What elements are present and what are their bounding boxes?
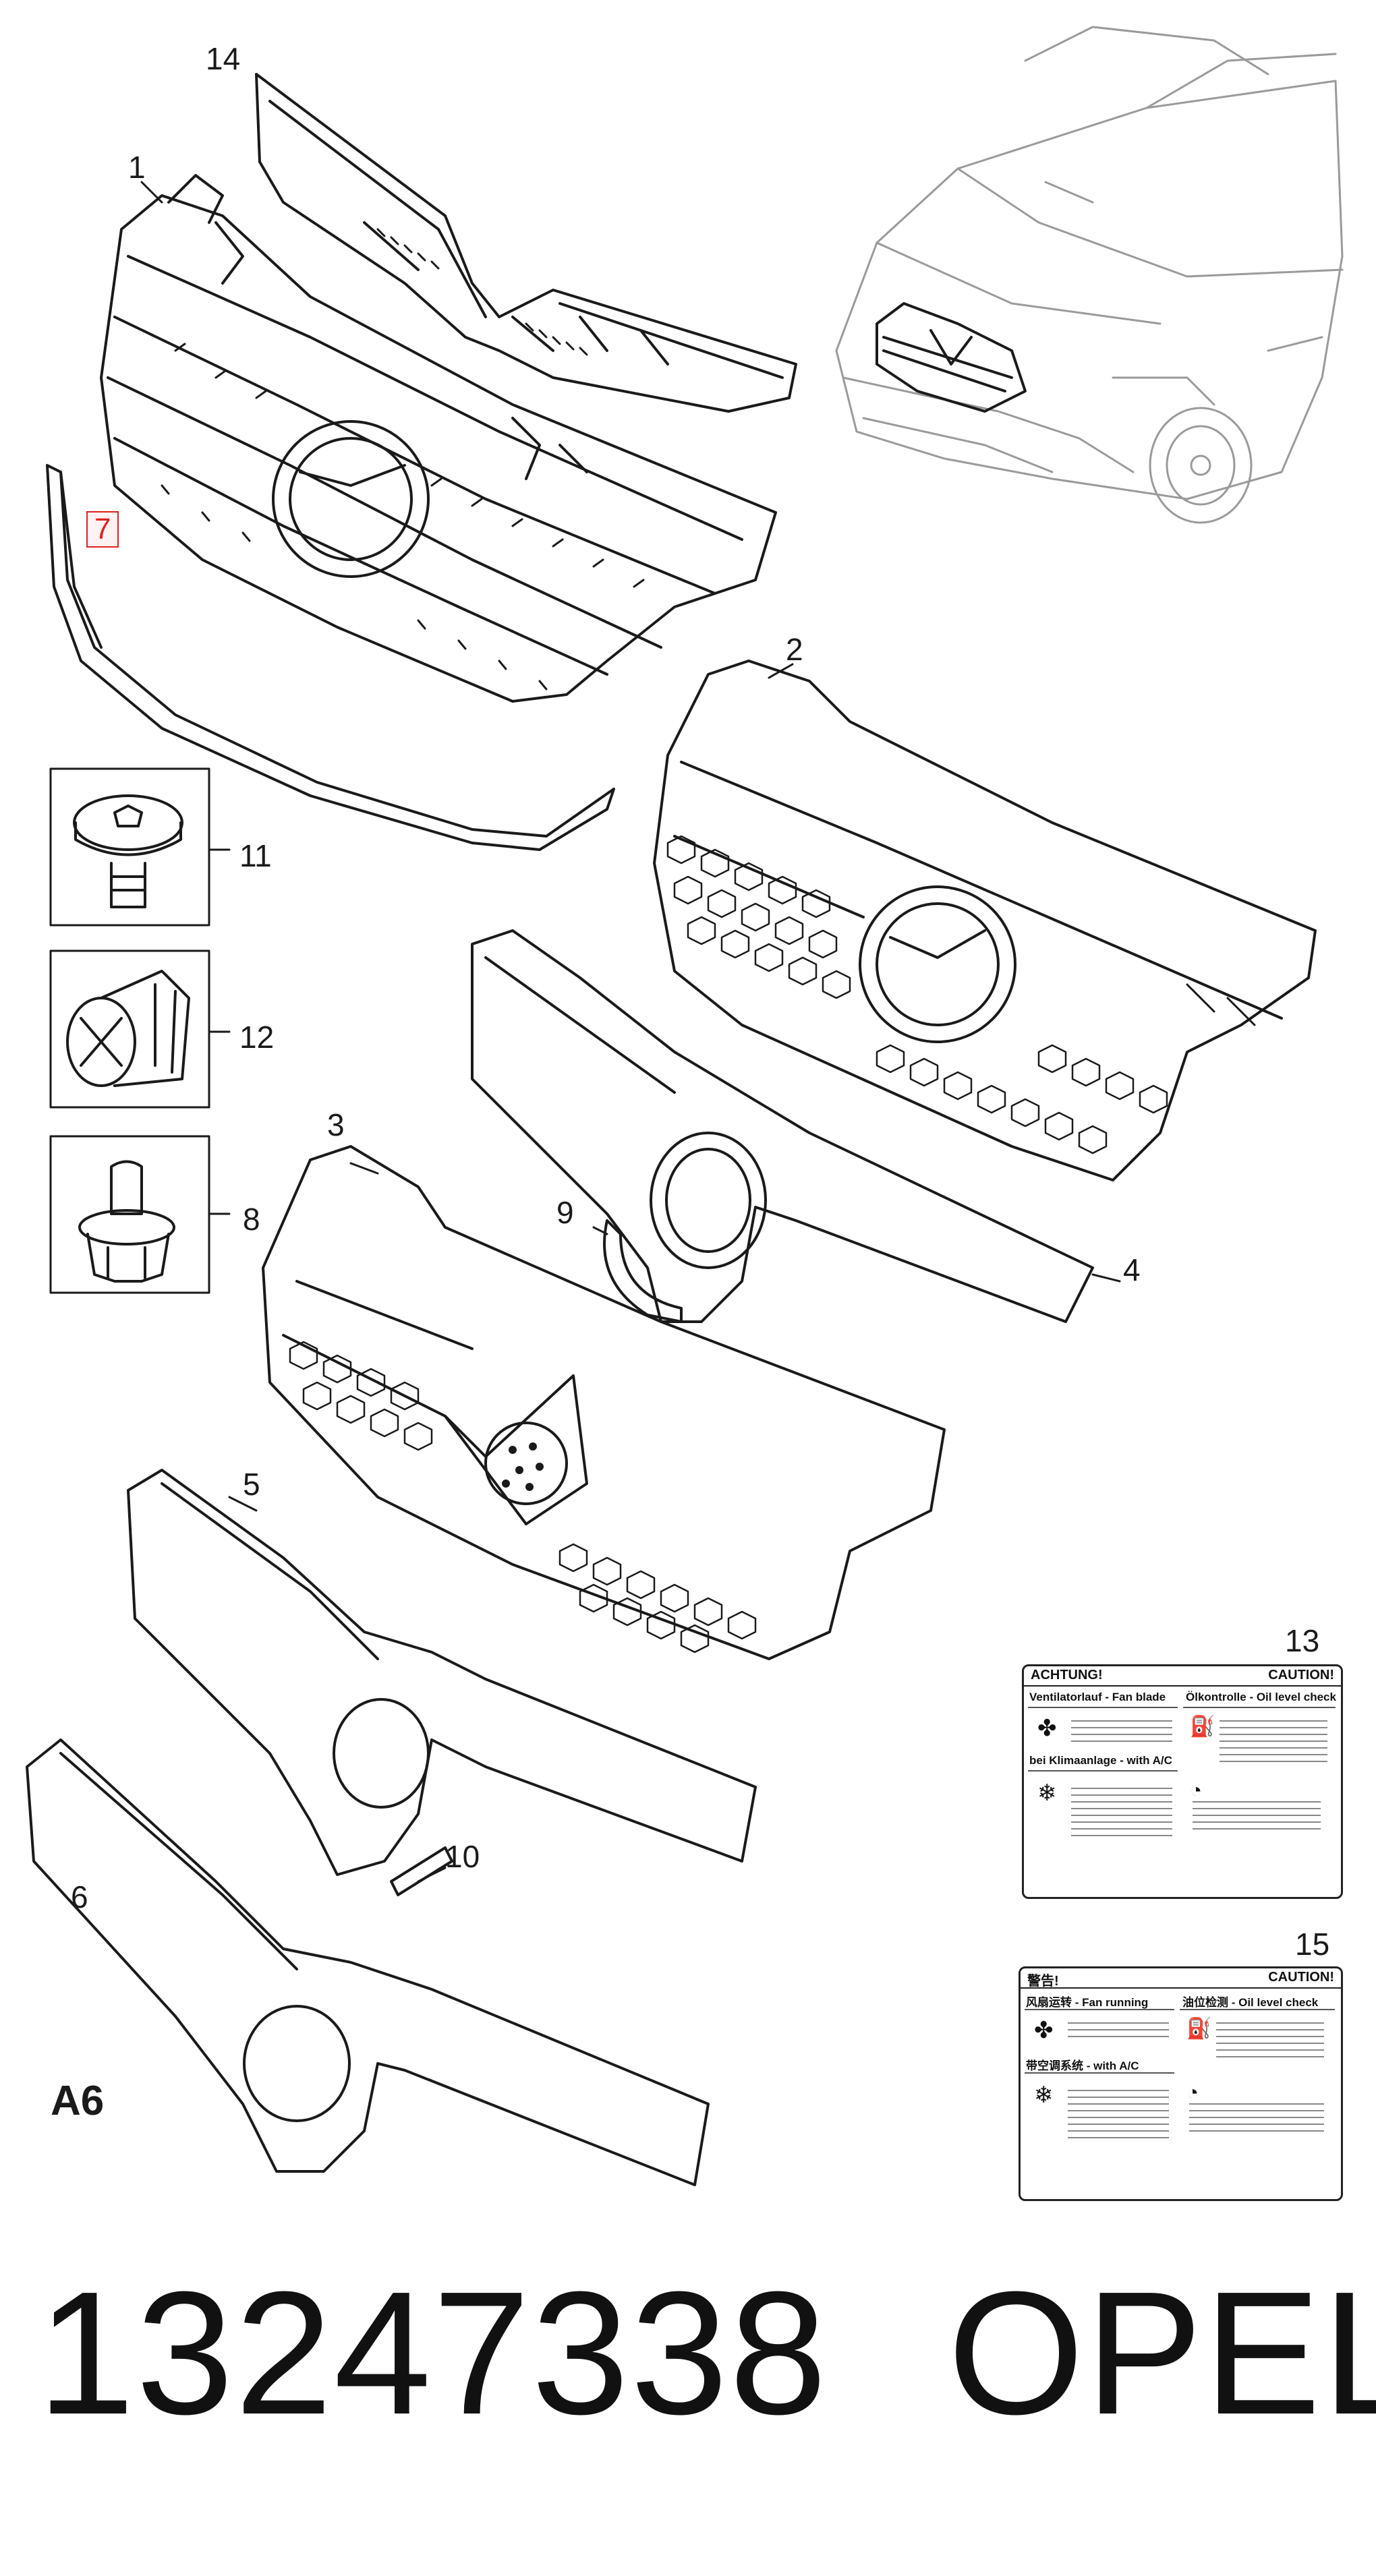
- label-13-rule-1: [1028, 1707, 1178, 1708]
- label-15-fine-print-3: [1068, 2090, 1169, 2091]
- part-9-ring-segment: [603, 1219, 683, 1323]
- hardware-11-screw: [49, 767, 231, 927]
- label-15-header-left: 警告!: [1027, 1974, 1059, 1989]
- label-13-fan-title: Ventilatorlauf - Fan blade: [1029, 1691, 1166, 1703]
- oil-can-icon: ⛽: [1186, 2018, 1212, 2040]
- callout-1: 1: [128, 150, 146, 185]
- label-13-header-right: CAUTION!: [1268, 1668, 1334, 1682]
- gauge-icon: ◔: [1190, 1780, 1203, 1802]
- part-10-strip: [390, 1846, 453, 1896]
- vehicle-grille-highlight: [876, 302, 1027, 413]
- callout-9: 9: [556, 1195, 574, 1230]
- part-2-honeycomb-grille: [653, 660, 1317, 1181]
- fan-icon: ✤: [1034, 2018, 1054, 2043]
- callout-4: 4: [1123, 1252, 1141, 1287]
- leader-lines: [140, 181, 1121, 1883]
- label-15-oil-title: 油位检测 - Oil level check: [1182, 1996, 1319, 2009]
- brand-name: OPEL: [948, 2256, 1376, 2451]
- callout-13: 13: [1285, 1623, 1320, 1658]
- callout-2: 2: [786, 632, 803, 667]
- vehicle-locator-illustration: [835, 26, 1344, 524]
- label-13-header-left: ACHTUNG!: [1031, 1668, 1103, 1682]
- label-13-fine-print-4: [1193, 1801, 1321, 1803]
- label-15-header-right: CAUTION!: [1268, 1970, 1334, 1985]
- label-15-rule-2: [1180, 2009, 1335, 2010]
- part-3-chrome-grille: [262, 1145, 946, 1660]
- label-15-rule-1: [1025, 2009, 1174, 2010]
- label-15-ac-title: 带空调系统 - with A/C: [1026, 2059, 1139, 2072]
- gauge-icon: ◔: [1186, 2082, 1199, 2104]
- snowflake-icon: ❄: [1034, 2082, 1054, 2108]
- label-15-rule-3: [1025, 2072, 1174, 2074]
- callout-5: 5: [243, 1467, 260, 1502]
- part-14-upper-trim: [255, 73, 797, 413]
- snowflake-icon: ❄: [1037, 1780, 1057, 1806]
- callout-12: 12: [239, 1020, 275, 1055]
- oil-can-icon: ⛽: [1190, 1716, 1215, 1738]
- part-4-cover: [471, 929, 1094, 1323]
- callout-14: 14: [206, 41, 241, 76]
- label-15-fine-print-2: [1216, 2022, 1324, 2024]
- fan-icon: ✤: [1037, 1716, 1057, 1741]
- label-13-oil-title: Ölkontrolle - Oil level check: [1186, 1691, 1336, 1703]
- hardware-12-clip: [49, 949, 231, 1109]
- label-13-fine-print-3: [1071, 1788, 1172, 1789]
- label-15-fine-print-4: [1189, 2103, 1324, 2105]
- part-number: 13247338: [37, 2256, 828, 2451]
- label-13-fine-print-2: [1220, 1720, 1327, 1722]
- plate-id: A6: [51, 2078, 105, 2124]
- callout-15: 15: [1295, 1927, 1330, 1962]
- callout-7: 7: [86, 511, 119, 548]
- callout-8: 8: [243, 1202, 260, 1237]
- callout-3: 3: [327, 1107, 345, 1142]
- label-15-caution-sticker: 警告! CAUTION! 风扇运转 - Fan running 油位检测 - O…: [1019, 1966, 1343, 2201]
- callout-11: 11: [239, 838, 272, 873]
- label-15-fine-print-1: [1068, 2022, 1169, 2024]
- callout-6: 6: [71, 1879, 88, 1914]
- label-13-rule-2: [1183, 1707, 1336, 1708]
- callout-10: 10: [445, 1839, 480, 1874]
- part-1-grille-assembly: [100, 174, 777, 703]
- label-15-header: 警告! CAUTION!: [1021, 1968, 1341, 1989]
- label-13-header: ACHTUNG! CAUTION!: [1024, 1666, 1341, 1687]
- label-15-fan-title: 风扇运转 - Fan running: [1026, 1996, 1149, 2009]
- label-13-ac-title: bei Klimaanlage - with A/C: [1029, 1754, 1172, 1767]
- label-13-fine-print-1: [1071, 1720, 1172, 1722]
- label-13-rule-3: [1028, 1770, 1178, 1772]
- part-5-surround: [127, 1469, 757, 1876]
- hardware-8-rivet: [49, 1135, 231, 1294]
- part-6-surround: [26, 1738, 710, 2186]
- part-7-lower-strip: [46, 464, 615, 851]
- label-13-caution-sticker: ACHTUNG! CAUTION! Ventilatorlauf - Fan b…: [1022, 1664, 1343, 1899]
